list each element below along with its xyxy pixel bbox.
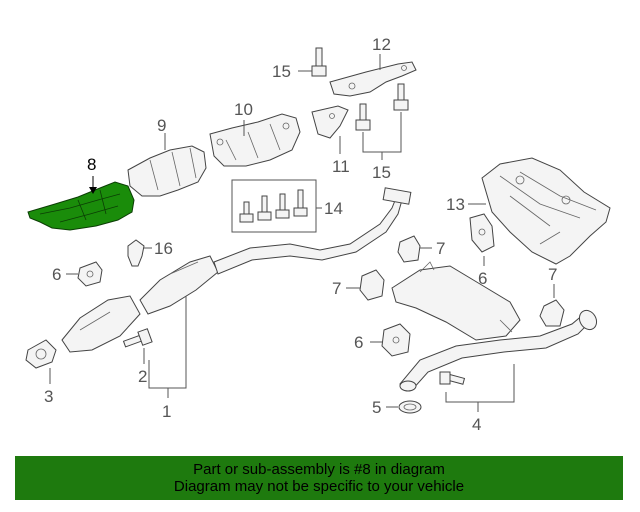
part-11-bracket[interactable] xyxy=(311,105,349,139)
callout-4[interactable]: 4 xyxy=(472,415,481,434)
callout-3[interactable]: 3 xyxy=(44,387,53,406)
part-4-muffler-tail-pipe[interactable] xyxy=(391,261,600,392)
part-15-bolt-left[interactable] xyxy=(355,103,371,131)
callout-14[interactable]: 14 xyxy=(324,199,343,218)
callout-8[interactable]: 8 xyxy=(87,155,96,174)
callout-13[interactable]: 13 xyxy=(446,195,465,214)
part-7-insulator-right[interactable] xyxy=(539,299,565,327)
part-2-bolt[interactable] xyxy=(122,328,153,348)
part-14-bolt-set[interactable] xyxy=(231,179,317,233)
part-12-bracket[interactable] xyxy=(329,61,417,97)
callout-7-right[interactable]: 7 xyxy=(548,265,557,284)
part-15-bolt-right[interactable] xyxy=(393,83,409,111)
part-3-gasket[interactable] xyxy=(25,339,57,369)
callout-6-left[interactable]: 6 xyxy=(52,265,61,284)
part-15-bolt-top[interactable] xyxy=(311,47,327,77)
leader-8-arrow xyxy=(89,187,97,194)
callout-9[interactable]: 9 xyxy=(157,116,166,135)
callout-5[interactable]: 5 xyxy=(372,398,381,417)
callout-11[interactable]: 11 xyxy=(332,157,350,176)
callout-1[interactable]: 1 xyxy=(162,402,171,421)
callout-10[interactable]: 10 xyxy=(234,100,253,119)
leader-4 xyxy=(445,364,515,403)
callout-2[interactable]: 2 xyxy=(138,367,147,386)
callout-6-right[interactable]: 6 xyxy=(478,269,487,288)
part-5-gasket-ring[interactable] xyxy=(398,400,422,414)
callout-7-upper[interactable]: 7 xyxy=(436,239,445,258)
callout-7-left[interactable]: 7 xyxy=(332,279,341,298)
callout-6-center[interactable]: 6 xyxy=(354,333,363,352)
leader-15b xyxy=(362,112,402,153)
part-4-bolt[interactable] xyxy=(439,371,466,385)
exhaust-system-diagram: 8 9 10 11 12 15 15 xyxy=(25,35,611,434)
notice-line-part: Part or sub-assembly is #8 in diagram xyxy=(193,461,445,478)
part-6-hanger-center[interactable] xyxy=(381,323,411,357)
part-1-front-pipe-catalytic-converter[interactable] xyxy=(61,187,412,353)
part-9-heat-shield[interactable] xyxy=(127,145,207,197)
part-7-insulator-left[interactable] xyxy=(359,269,385,301)
callout-12[interactable]: 12 xyxy=(372,35,391,54)
callout-16[interactable]: 16 xyxy=(154,239,173,258)
part-8-heat-shield[interactable] xyxy=(27,181,135,231)
part-16-clip[interactable] xyxy=(127,239,145,267)
part-13-floor-heat-shield[interactable] xyxy=(481,157,611,265)
part-6-hanger-right[interactable] xyxy=(469,213,495,253)
notice-line-disclaimer: Diagram may not be specific to your vehi… xyxy=(173,478,465,495)
callout-15-top[interactable]: 15 xyxy=(272,62,291,81)
part-7-insulator-upper[interactable] xyxy=(397,235,421,263)
part-6-hanger-left[interactable] xyxy=(77,261,103,287)
part-10-manifold-shield[interactable] xyxy=(209,113,301,167)
diagram-notice-banner: Part or sub-assembly is #8 in diagram Di… xyxy=(15,456,623,500)
callout-15-bottom[interactable]: 15 xyxy=(372,163,391,182)
